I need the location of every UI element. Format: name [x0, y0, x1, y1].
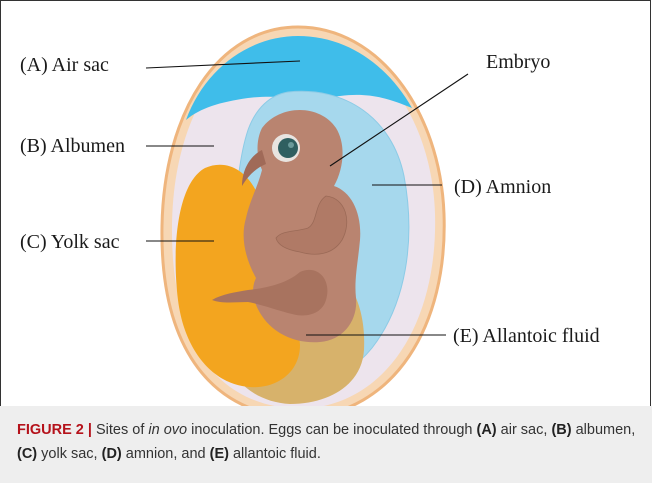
label-amnion: (D) Amnion	[454, 176, 551, 198]
label-air-sac: (A) Air sac	[20, 54, 109, 76]
egg-diagram: (A) Air sac (B) Albumen (C) Yolk sac Emb…	[0, 0, 652, 452]
caption-italic: in ovo	[148, 422, 187, 438]
embryo-pupil	[278, 138, 298, 158]
figure-caption: FIGURE 2 | Sites of in ovo inoculation. …	[17, 418, 642, 466]
caption-figure-label: FIGURE 2 |	[17, 422, 92, 438]
label-embryo: Embryo	[486, 51, 550, 73]
label-albumen: (B) Albumen	[20, 135, 125, 157]
label-yolk-sac: (C) Yolk sac	[20, 231, 120, 253]
label-allantoic-fluid: (E) Allantoic fluid	[453, 325, 600, 347]
